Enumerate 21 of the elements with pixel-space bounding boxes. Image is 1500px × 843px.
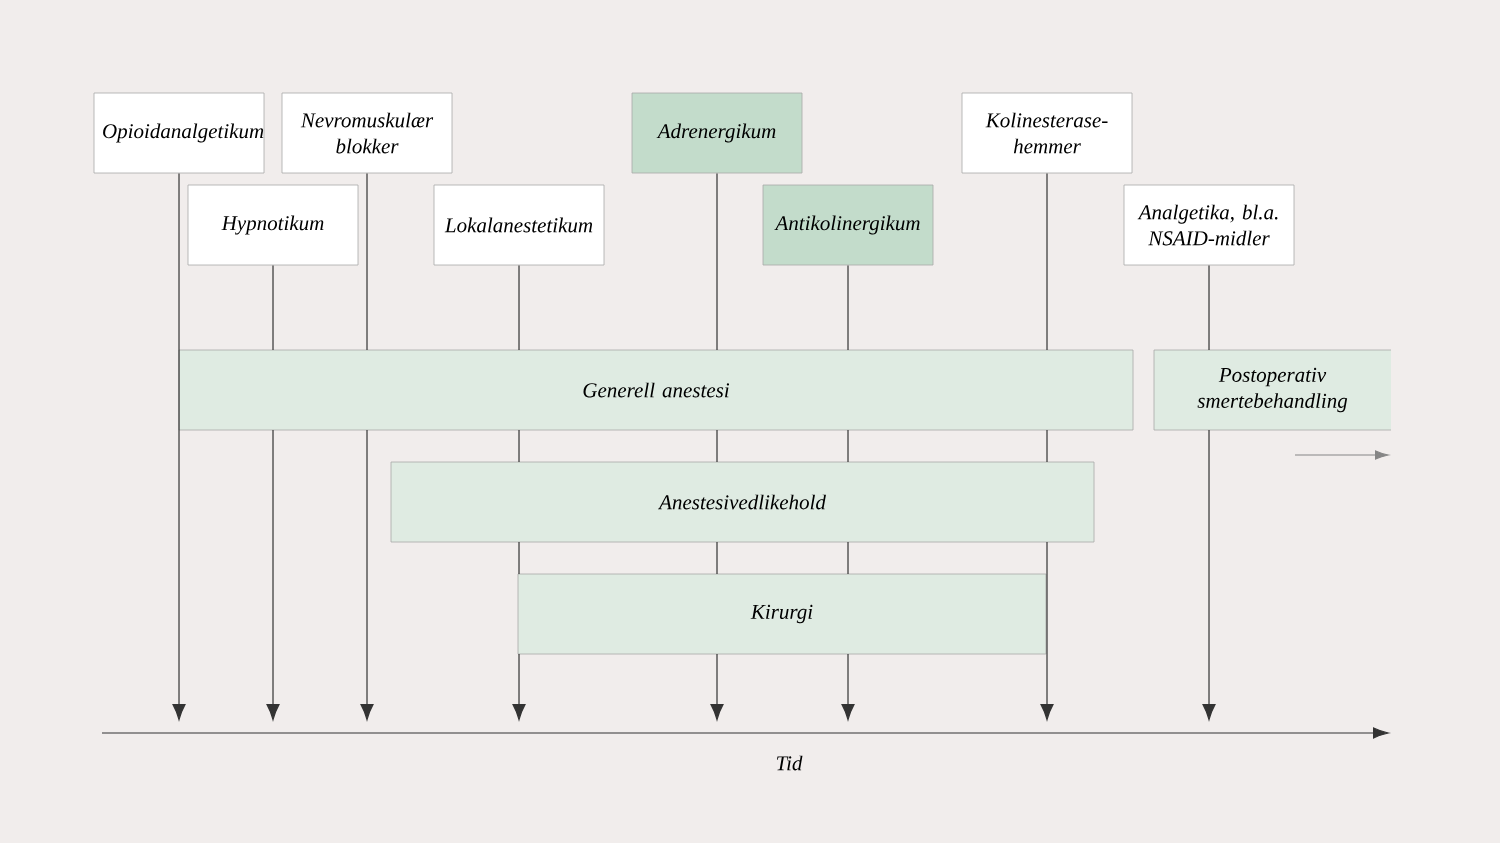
phase-band: Anestesivedlikehold [390,461,1095,543]
arrow [266,264,280,721]
arrow [710,172,724,721]
phase-band: Generell anestesi [178,349,1134,431]
drug-box: Nevromuskulær blokker [281,92,453,174]
drug-box: Lokalanestetikum [433,184,605,266]
axis-label: Tid [776,755,803,771]
drug-box: Opioidanalgetikum [93,92,265,174]
arrow [841,264,855,721]
phase-band: Kirurgi [517,573,1047,655]
drug-box: Kolinesterase-hemmer [961,92,1133,174]
phase-band: Postoperativ smertebehandling [1153,349,1392,431]
arrow [512,264,526,721]
arrow [1202,264,1216,721]
drug-box: Hypnotikum [187,184,359,266]
arrow [172,172,186,721]
drug-box: Antikolinergikum [762,184,934,266]
arrow [1040,172,1054,721]
arrow [360,172,374,721]
drug-box: Adrenergikum [631,92,803,174]
drug-box: Analgetika, bl.a. NSAID-midler [1123,184,1295,266]
